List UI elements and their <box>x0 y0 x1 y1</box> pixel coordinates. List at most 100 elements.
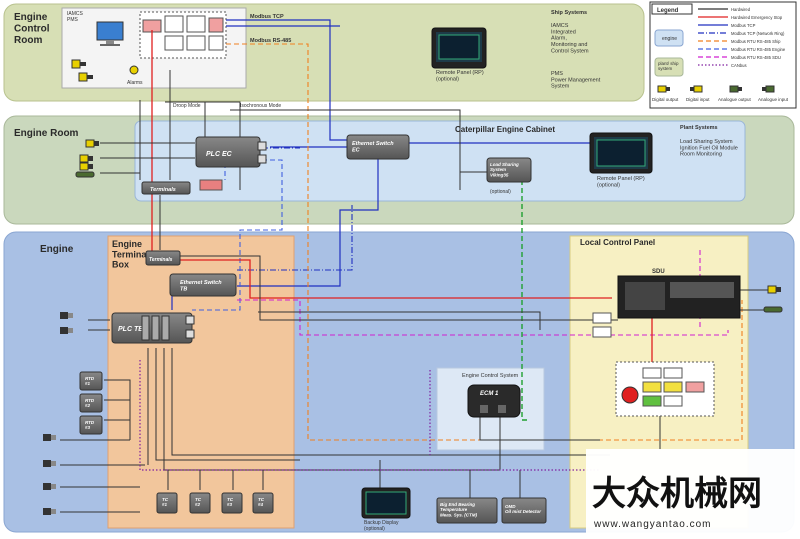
plc-tb-port-2 <box>185 329 195 339</box>
engine-room-title: Engine Room <box>14 128 79 139</box>
plc-ec-port-1 <box>257 141 267 151</box>
er-sensor-1 <box>85 139 99 148</box>
legend-engine-tag: engine <box>662 36 677 42</box>
engine-sensor-5 <box>43 483 56 490</box>
modbus-tcp-label: Modbus TCP <box>250 14 284 20</box>
plc-tb-label: PLC TB <box>118 326 143 333</box>
tc-1-label: TC#1 <box>162 497 169 507</box>
rtd-2-box <box>79 393 103 413</box>
terminals-etb-label: Terminals <box>149 257 173 263</box>
rtd-1-label: RTD#1 <box>85 376 95 386</box>
rtd-3-box <box>79 415 103 435</box>
op-btn-7[interactable] <box>663 395 683 407</box>
tc-4-label: TC#4 <box>258 497 265 507</box>
ctrl-module-6 <box>208 17 224 33</box>
ethernet-switch-ec-box <box>346 134 410 160</box>
plc-ec-label: PLC EC <box>206 151 233 158</box>
remote-panel-top-label: Remote Panel (RP)(optional) <box>436 70 484 82</box>
remote-panel-top <box>431 27 487 69</box>
legend-label-1: Hardwired Emergency Stop <box>731 15 783 20</box>
er-relay-box <box>199 179 223 191</box>
watermark-cn: 大众机械网 <box>592 474 762 514</box>
terminals-etb-box <box>145 250 181 266</box>
tc-2-box <box>189 492 211 514</box>
legend-engine-swatch <box>654 29 684 47</box>
tc-1-box <box>156 492 178 514</box>
alarm-horn-icon <box>78 72 93 82</box>
engine-sensor-2 <box>60 327 73 334</box>
omd-box <box>501 497 547 524</box>
ecm-unit <box>467 384 521 418</box>
plc-ec-box <box>195 136 261 168</box>
lcp-sensor-right-2 <box>763 306 783 313</box>
tc-4-box <box>252 492 274 514</box>
plc-tb-module-1 <box>141 315 150 341</box>
ctrl-module-7 <box>208 35 224 51</box>
local-control-panel-title: Local Control Panel <box>580 238 655 247</box>
sdu-label: SDU <box>652 269 665 275</box>
legend-label-6: Modbus RTU RS-485 SDU <box>731 55 781 60</box>
alarms-label: Alarms <box>127 80 143 86</box>
op-btn-4[interactable] <box>663 381 683 393</box>
rtd-3-label: RTD#3 <box>85 420 95 430</box>
ctrl-module-2 <box>164 15 184 33</box>
legend-io-digital-out: Digital output <box>652 97 679 102</box>
ctrl-module-3 <box>186 15 206 33</box>
plc-tb-module-2 <box>151 315 160 341</box>
plant-systems-title: Plant Systems <box>680 125 718 131</box>
lcp-sensor-right <box>767 285 781 294</box>
tc-3-label: TC#3 <box>227 497 234 507</box>
op-btn-5[interactable] <box>685 381 705 393</box>
legend-title: Legend <box>657 8 679 14</box>
op-btn-1[interactable] <box>642 367 662 379</box>
alarm-beacon-icon <box>129 65 139 75</box>
lcp-switch-2 <box>592 326 612 338</box>
ecm-label: ECM 1 <box>480 391 499 397</box>
engine-title: Engine <box>40 244 74 255</box>
ctrl-module-4 <box>164 35 184 51</box>
legend-label-7: CANbus <box>731 63 747 68</box>
monitor-icon <box>96 21 124 46</box>
er-sensor-2 <box>79 154 93 163</box>
plc-tb-module-3 <box>161 315 170 341</box>
lcp-switch-1 <box>592 312 612 324</box>
load-sharing-box <box>486 157 532 183</box>
backup-display <box>361 487 411 519</box>
terminals-er-label: Terminals <box>150 187 176 193</box>
engine-sensor-3 <box>43 434 56 441</box>
legend-plant-swatch <box>654 57 684 77</box>
legend-title-box <box>651 3 693 15</box>
emergency-stop-button[interactable] <box>621 386 639 404</box>
backup-display-label: Backup Display(optional) <box>364 520 399 532</box>
legend-label-2: Modbus TCP <box>731 23 756 28</box>
cat-cabinet-title: Caterpillar Engine Cabinet <box>455 125 555 134</box>
remote-panel-mid <box>589 132 653 174</box>
droop-mode-label: Droop Mode <box>173 103 201 109</box>
isochronous-mode-label: Isochronous Mode <box>240 103 281 109</box>
rtd-2-label: RTD#2 <box>85 398 95 408</box>
alarm-lamp-icon <box>71 59 86 69</box>
watermark-url: www.wangyantao.com <box>593 519 712 530</box>
sdu-unit <box>617 275 741 319</box>
load-sharing-optional: (optional) <box>490 189 511 195</box>
ethernet-switch-tb-box <box>169 273 237 297</box>
rtd-1-box <box>79 371 103 391</box>
op-btn-2[interactable] <box>663 367 683 379</box>
legend-label-5: Modbus RTU RS-485 Engine <box>731 47 786 52</box>
op-btn-3[interactable] <box>642 381 662 393</box>
engine-control-system-zone <box>436 367 545 451</box>
legend-io-analogue-in: Analogue input <box>758 97 789 102</box>
engine-sensor-1 <box>60 312 73 319</box>
op-btn-6[interactable] <box>642 395 662 407</box>
tc-2-label: TC#2 <box>195 497 202 507</box>
watermark-banner <box>586 449 800 539</box>
